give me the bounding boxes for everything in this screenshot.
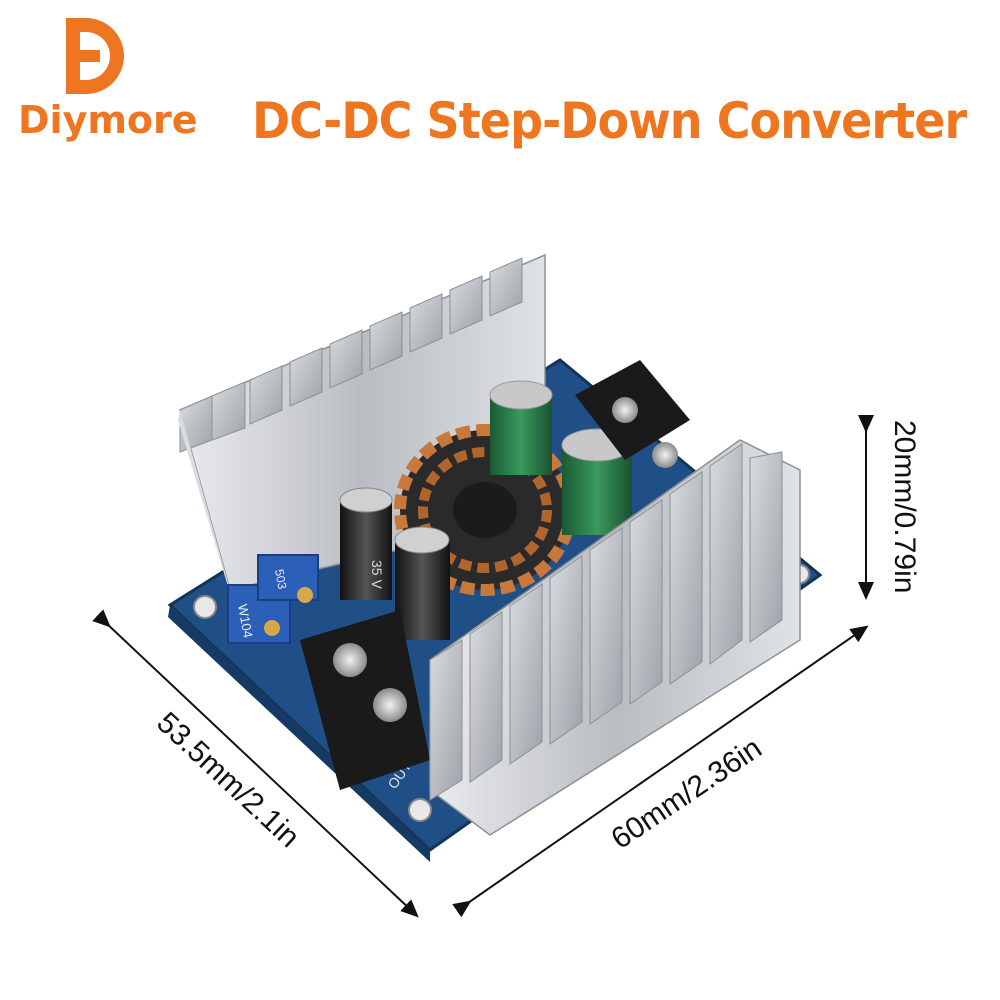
capacitor-green-1 bbox=[489, 380, 553, 475]
capacitor-black-1: 35 V bbox=[339, 487, 393, 600]
depth-dimension-arrow bbox=[92, 609, 419, 918]
capacitor-green-2 bbox=[561, 428, 633, 535]
height-dimension-label: 20mm/0.79in bbox=[888, 420, 921, 593]
potentiometer-2: 503 bbox=[257, 554, 319, 603]
brand-logo: Diymore bbox=[8, 8, 208, 148]
page-title: DC-DC Step-Down Converter bbox=[252, 92, 967, 150]
capacitor-black-2 bbox=[394, 526, 450, 640]
brand-name: Diymore bbox=[18, 98, 198, 142]
capacitor-voltage-label: 35 V bbox=[369, 560, 385, 589]
pot-code-label-2: 503 bbox=[272, 568, 289, 590]
input-terminal-block bbox=[575, 360, 690, 468]
depth-dimension-label: 53.5mm/2.1in bbox=[150, 706, 305, 854]
width-dimension-arrow bbox=[452, 625, 869, 918]
diymore-d-logo-icon bbox=[66, 18, 124, 94]
width-dimension-label: 60mm/2.36in bbox=[605, 731, 767, 855]
